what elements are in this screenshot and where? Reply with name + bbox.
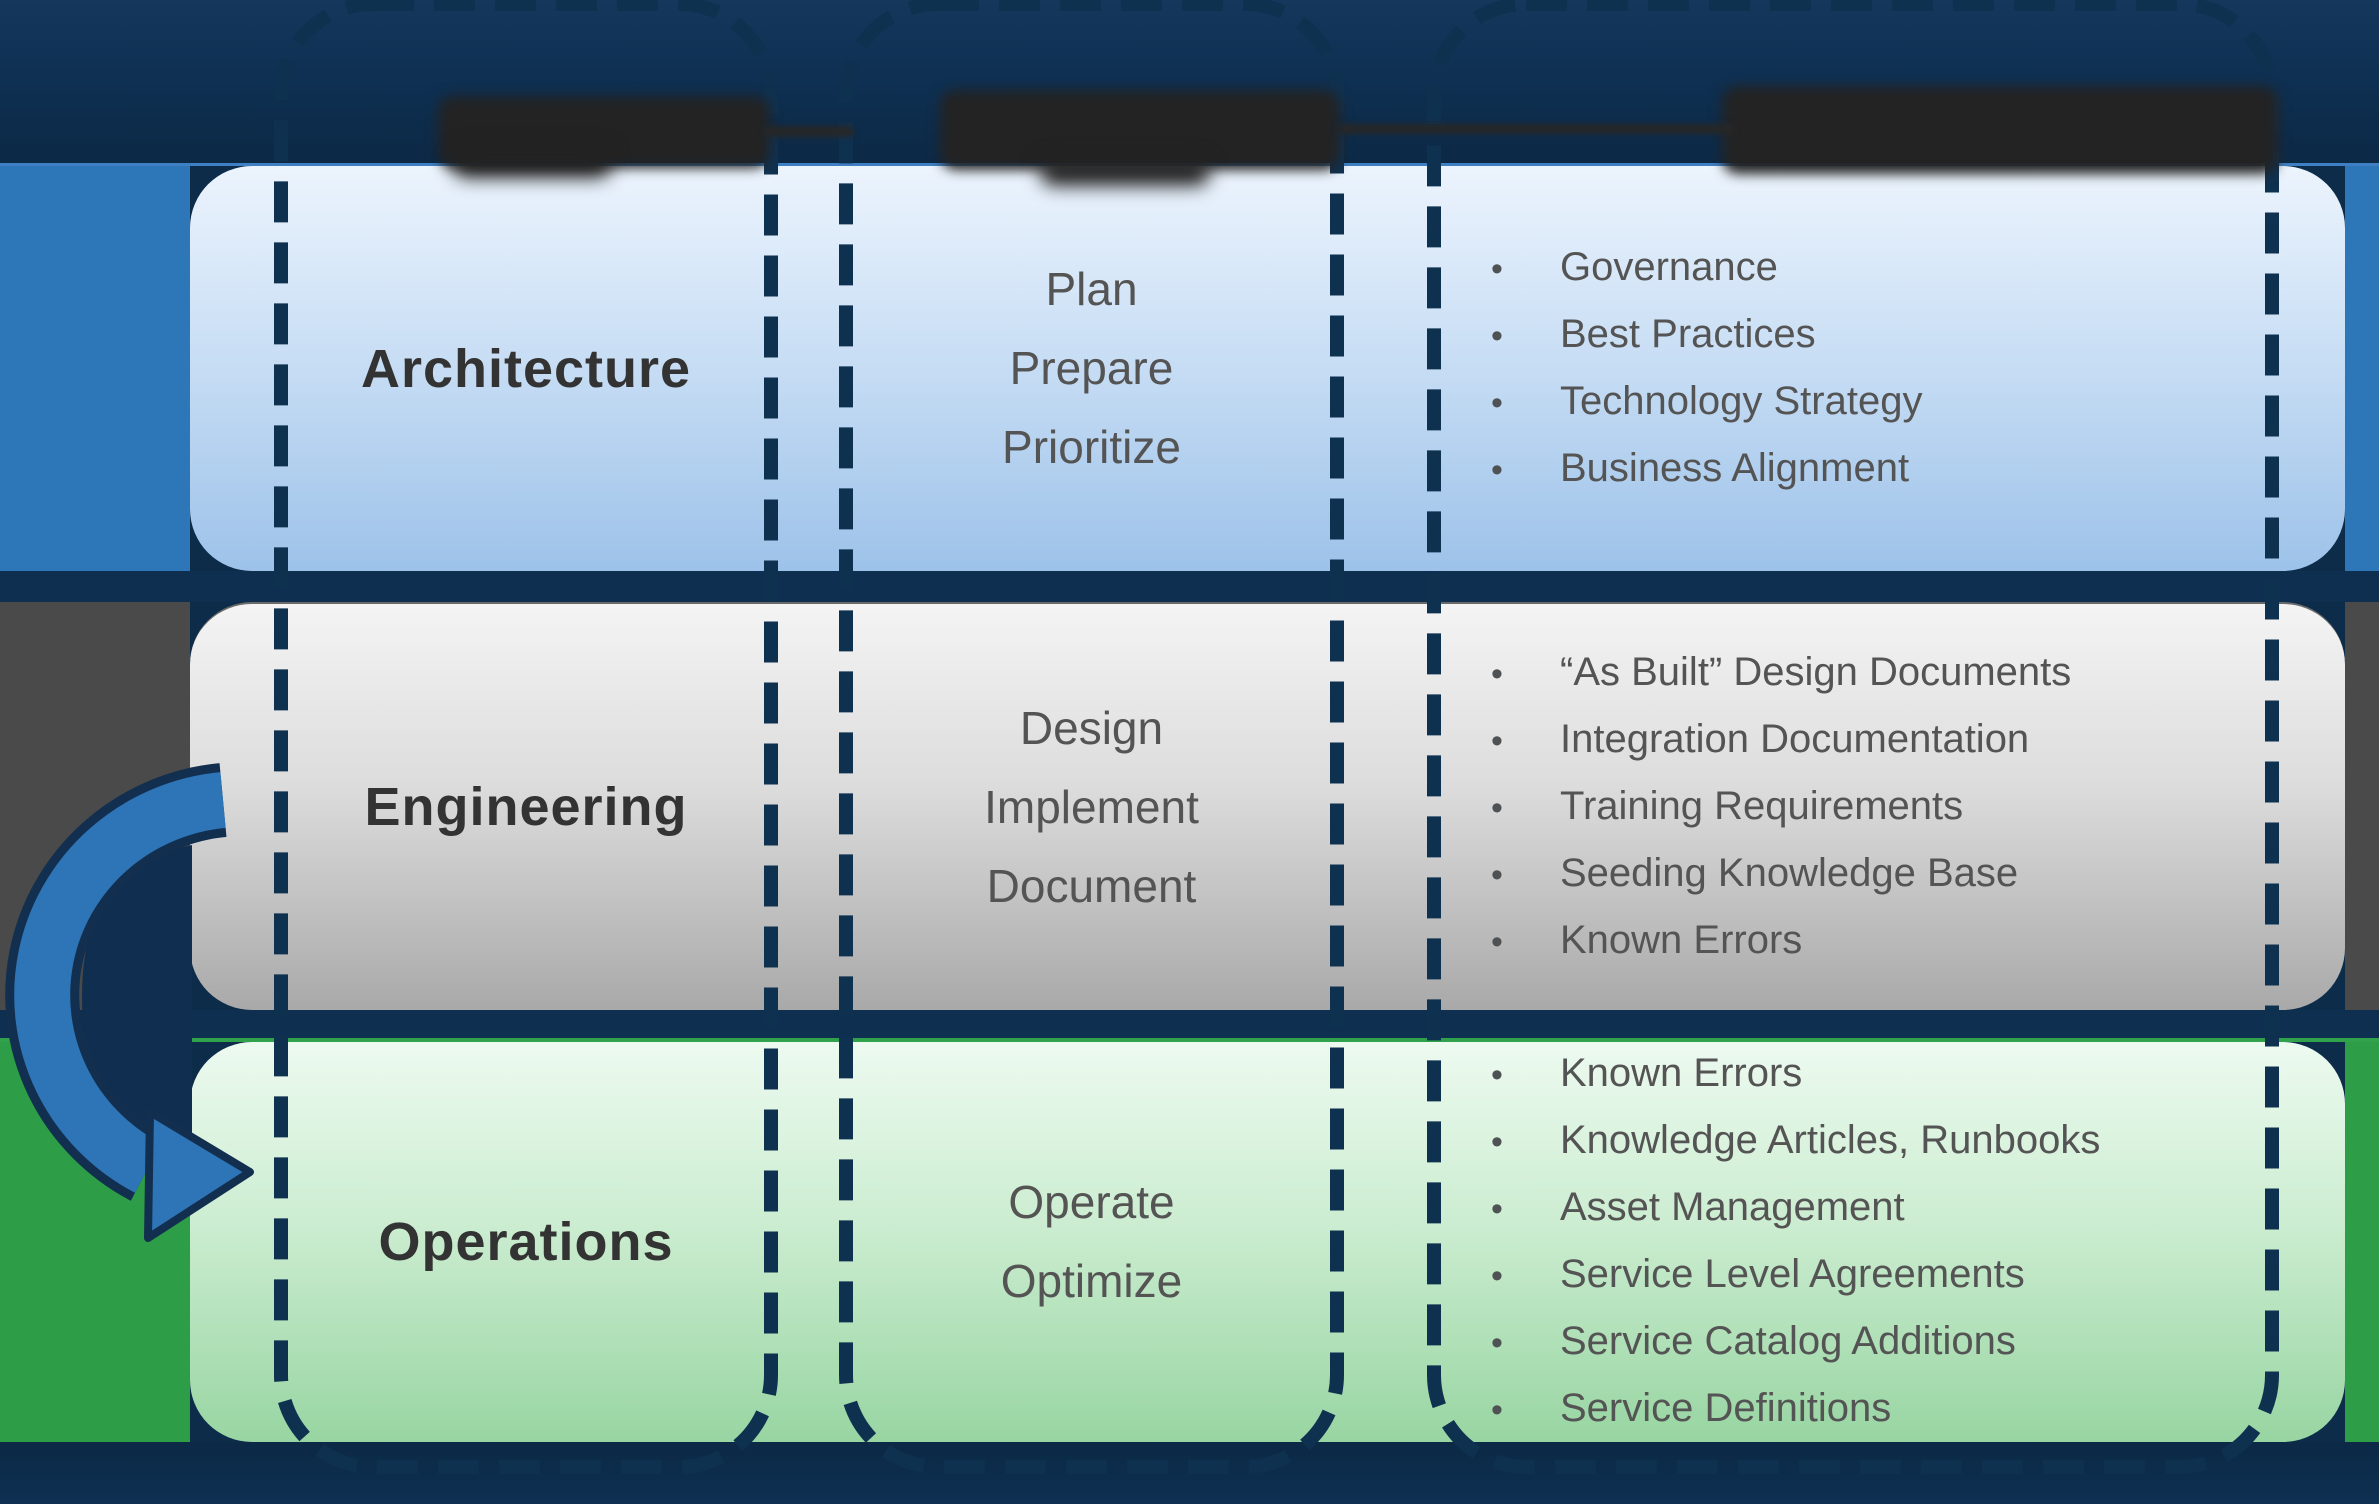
objective-line: Prioritize [1002,421,1181,473]
architecture-card: Architecture Plan Prepare Prioritize • Go… [190,166,2345,571]
objective-line: Implement [984,780,1199,833]
list-item: • Asset Management [1434,1175,2100,1242]
row-gap-1 [0,571,2379,602]
bullet-icon: • [1491,855,1503,894]
row-gap-2 [0,1010,2379,1038]
bullet-icon: • [1491,383,1503,422]
bullet-icon: • [1491,1123,1503,1161]
row-architecture: Architecture Plan Prepare Prioritize • Go… [0,166,2379,571]
objective-line: Document [986,859,1197,912]
outputs-list: • Governance • Best Practices • Technology … [1434,235,1922,503]
output-text: Service Catalog Additions [1560,1319,2016,1363]
bullet-icon: • [1491,450,1503,489]
list-item: • Governance [1434,235,1922,302]
header-connector-line-1 [764,126,854,137]
list-item: • Training Requirements [1434,774,2071,841]
output-text: Knowledge Articles, Runbooks [1560,1118,2101,1162]
operations-right-strip [2345,1042,2379,1442]
bullet-icon: • [1491,1190,1503,1228]
list-item: • Seeding Knowledge Base [1434,841,2071,908]
engineering-card: Engineering Design Implement Document • “… [190,602,2345,1010]
operations-objectives: Operate Optimize [846,1042,1337,1442]
output-text: Best Practices [1560,311,1816,356]
bullet-icon: • [1491,316,1503,355]
list-item: • Known Errors [1434,1041,2100,1108]
bullet-icon: • [1491,1056,1503,1094]
list-item: • Service Catalog Additions [1434,1309,2100,1376]
bullet-icon: • [1491,654,1503,693]
output-text: Training Requirements [1560,783,1964,828]
output-text: Business Alignment [1560,445,1910,490]
objective-line: Optimize [1000,1255,1183,1307]
engineering-outputs: • “As Built” Design Documents • Integratio… [1434,604,2379,1010]
output-text: Integration Documentation [1560,716,2030,761]
row-label: Operations [378,1212,674,1272]
objective-line: Design [1019,701,1164,754]
row-label: Architecture [360,338,692,399]
output-text: Seeding Knowledge Base [1560,850,2019,895]
operations-left-strip [0,1042,190,1442]
engineering-right-strip [2345,602,2379,1010]
output-text: Service Level Agreements [1560,1252,2025,1296]
row-operations: Operations Operate Optimize • Known Error… [0,1042,2379,1442]
list-item: • Known Errors [1434,908,2071,975]
output-text: Service Definitions [1560,1386,1892,1430]
bullet-icon: • [1491,922,1503,961]
list-item: • Business Alignment [1434,436,1922,503]
row-engineering: Engineering Design Implement Document • “… [0,602,2379,1010]
engineering-objectives: Design Implement Document [846,604,1337,1010]
redacted-header-label-1-tail [452,148,612,178]
bullet-icon: • [1491,721,1503,760]
architecture-objectives: Plan Prepare Prioritize [846,166,1337,571]
output-text: “As Built” Design Documents [1560,649,2072,694]
list-item: • Service Level Agreements [1434,1242,2100,1309]
objective-line: Prepare [1009,342,1174,394]
output-text: Known Errors [1560,1051,1803,1095]
outputs-list: • “As Built” Design Documents • Integratio… [1434,640,2071,975]
bullet-icon: • [1491,1391,1503,1429]
objective-line: Operate [1008,1176,1175,1228]
architecture-outputs: • Governance • Best Practices • Technology … [1434,166,2379,571]
bullet-icon: • [1491,249,1503,288]
bullet-icon: • [1491,1324,1503,1362]
list-item: • Best Practices [1434,302,1922,369]
objective-line: Plan [1045,263,1138,315]
architecture-right-strip [2345,166,2379,571]
engineering-label-column: Engineering [280,604,772,1010]
outputs-list: • Known Errors • Knowledge Articles, Runbo… [1434,1041,2100,1443]
list-item: • “As Built” Design Documents [1434,640,2071,707]
operations-card: Operations Operate Optimize • Known Error… [190,1042,2345,1442]
redacted-header-label-3 [1722,86,2278,174]
output-text: Technology Strategy [1560,378,1923,423]
architecture-left-strip [0,166,190,571]
output-text: Governance [1560,244,1778,289]
header-connector-line-2 [1337,124,1735,134]
operations-outputs: • Known Errors • Knowledge Articles, Runbo… [1434,1042,2379,1442]
architecture-label-column: Architecture [280,166,772,571]
redacted-header-label-2-tail [1040,158,1210,186]
operations-label-column: Operations [280,1042,772,1442]
row-label: Engineering [364,777,688,837]
list-item: • Service Definitions [1434,1376,2100,1443]
list-item: • Technology Strategy [1434,369,1922,436]
output-text: Known Errors [1560,917,1803,962]
footer-band [0,1442,2379,1504]
bullet-icon: • [1491,1257,1503,1295]
engineering-left-strip [0,602,190,1010]
output-text: Asset Management [1560,1185,1905,1229]
list-item: • Integration Documentation [1434,707,2071,774]
list-item: • Knowledge Articles, Runbooks [1434,1108,2100,1175]
bullet-icon: • [1491,788,1503,827]
